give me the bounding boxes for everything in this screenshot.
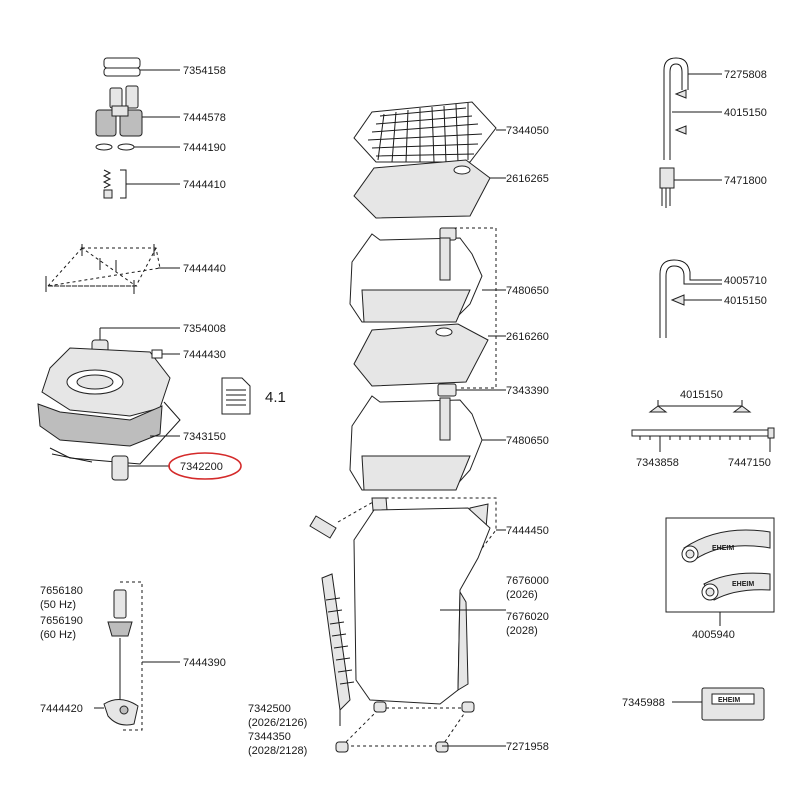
label-motor-60: 7656190 <box>40 615 83 627</box>
o-rings-part <box>95 143 180 151</box>
label-filter-pad-mid: 2616260 <box>506 331 549 343</box>
hose-clip-part <box>103 57 180 77</box>
spray-bar-part <box>631 400 775 452</box>
filter-pad-top-part <box>353 159 506 219</box>
hose-brand-mark-2: EHEIM <box>732 581 754 588</box>
tube-connector-part <box>437 383 506 397</box>
spring-set-part <box>102 169 180 199</box>
label-o-rings: 7444190 <box>183 142 226 154</box>
label-spray-bar: 7343858 <box>636 457 679 469</box>
canister-part <box>353 507 506 705</box>
intake-part <box>321 573 355 726</box>
grease-part: EHEIM <box>672 687 765 721</box>
label-grease: 7345988 <box>622 697 665 709</box>
hose-part: EHEIM EHEIM <box>665 517 775 626</box>
filter-grid-part <box>353 101 506 163</box>
label-suction-cup-c: 4015150 <box>680 389 723 401</box>
label-clamps: 7444450 <box>506 525 549 537</box>
label-hose-clip: 7354158 <box>183 65 226 77</box>
label-hose: 4005940 <box>692 629 735 641</box>
return-pipe-part <box>659 259 722 338</box>
label-pump-head: 7343150 <box>183 431 226 443</box>
motor-shaft-part <box>94 581 180 731</box>
feet-part <box>335 701 506 753</box>
label-canister-b: 7676020 <box>506 611 549 623</box>
label-end-cap: 7447150 <box>728 457 771 469</box>
label-canister-b-model: (2028) <box>506 625 538 637</box>
label-tube-connector: 7343390 <box>506 385 549 397</box>
label-spring-set: 7444410 <box>183 179 226 191</box>
label-impeller-cover: 7444420 <box>40 703 83 715</box>
valve-adapter-part <box>95 85 180 137</box>
label-motor-60-hz: (60 Hz) <box>40 629 76 641</box>
label-basket-bottom: 7480650 <box>506 435 549 447</box>
label-pump-head-part: 7444430 <box>183 349 226 361</box>
label-intake-a: 7342500 <box>248 703 291 715</box>
label-outflow-pipe: 7275808 <box>724 69 767 81</box>
doc-reference: 4.1 <box>265 389 286 406</box>
label-valve-adapter: 7444578 <box>183 112 226 124</box>
filter-pad-mid-part <box>353 323 506 387</box>
label-suction-cup-b: 4015150 <box>724 295 767 307</box>
highlighted-part <box>111 452 242 481</box>
document-icon <box>221 377 251 415</box>
label-canister-a-model: (2026) <box>506 589 538 601</box>
label-motor-50: 7656180 <box>40 585 83 597</box>
pump-head-part <box>37 327 181 465</box>
screws-part <box>45 244 180 294</box>
label-feet: 7271958 <box>506 741 549 753</box>
label-motor-50-hz: (50 Hz) <box>40 599 76 611</box>
label-highlighted-part: 7342200 <box>180 461 223 473</box>
label-screws: 7444440 <box>183 263 226 275</box>
grease-brand-mark: EHEIM <box>718 697 740 704</box>
label-shaft: 7444390 <box>183 657 226 669</box>
basket-bottom-part <box>349 395 506 491</box>
label-canister-a: 7676000 <box>506 575 549 587</box>
basket-top-part <box>349 227 506 389</box>
label-filter-grid: 7344050 <box>506 125 549 137</box>
label-suction-cup-a: 4015150 <box>724 107 767 119</box>
hose-brand-mark-1: EHEIM <box>712 545 734 552</box>
label-return-pipe: 4005710 <box>724 275 767 287</box>
label-basket-top: 7480650 <box>506 285 549 297</box>
label-plug: 7354008 <box>183 323 226 335</box>
label-intake-b: 7344350 <box>248 731 291 743</box>
label-intake-strainer: 7471800 <box>724 175 767 187</box>
label-intake-a-model: (2026/2126) <box>248 717 307 729</box>
label-filter-pad-top: 2616265 <box>506 173 549 185</box>
highlight-circle <box>168 452 242 480</box>
label-intake-b-model: (2028/2128) <box>248 745 307 757</box>
outflow-pipe-part <box>659 57 722 208</box>
